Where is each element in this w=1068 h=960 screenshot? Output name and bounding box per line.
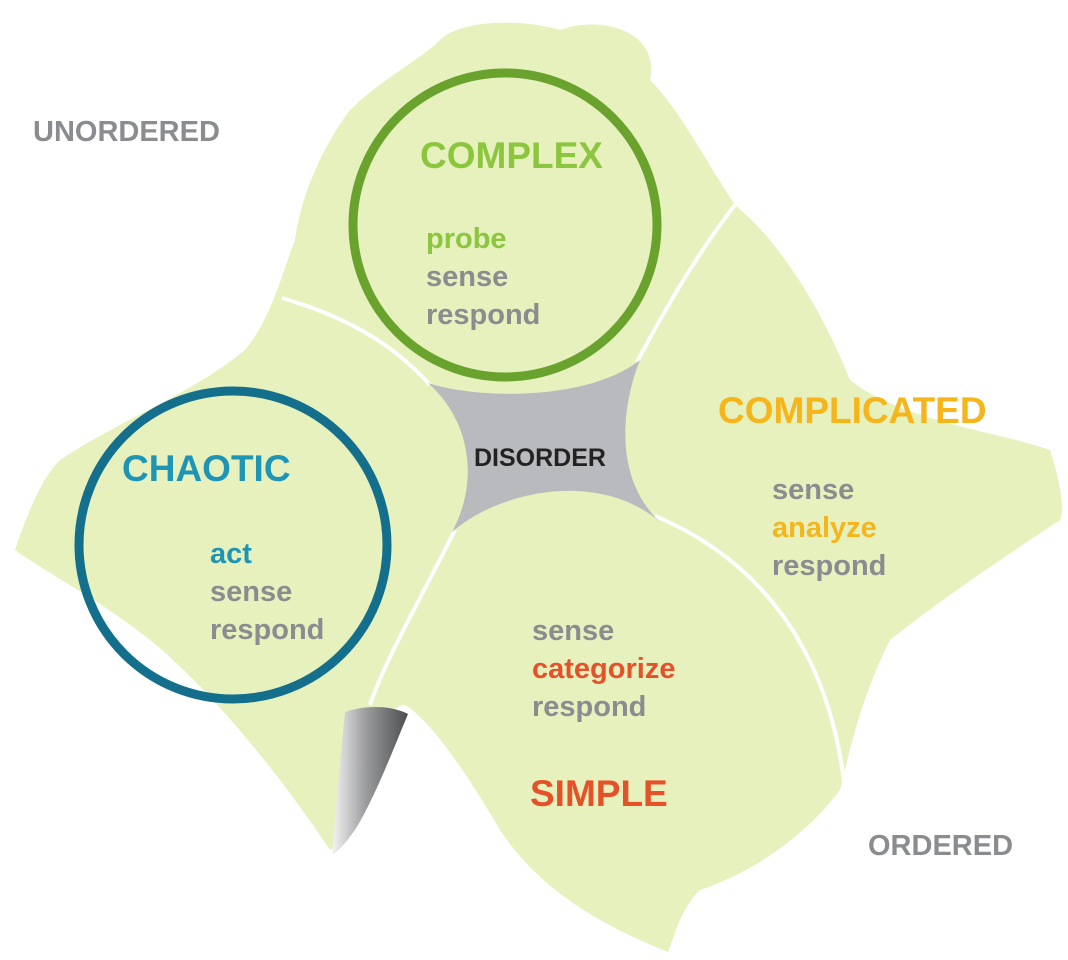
disorder-shape xyxy=(428,360,660,532)
complicated-steps: sense analyze respond xyxy=(772,471,886,585)
disorder-label: DISORDER xyxy=(474,444,606,472)
chaotic-title: CHAOTIC xyxy=(122,448,291,489)
cliff-shadow xyxy=(332,706,408,855)
divider-simple-complicated xyxy=(654,514,847,791)
chaotic-steps: act sense respond xyxy=(210,535,324,649)
complicated-step-1: sense xyxy=(772,474,855,506)
complex-highlight-circle xyxy=(348,68,662,382)
complex-steps: probe sense respond xyxy=(426,220,540,334)
complicated-step-2: analyze xyxy=(772,512,877,544)
complicated-title: COMPLICATED xyxy=(718,390,987,431)
chaotic-highlight-circle xyxy=(74,386,392,704)
unordered-label: UNORDERED xyxy=(33,116,220,148)
simple-step-3: respond xyxy=(532,691,647,723)
simple-step-1: sense xyxy=(532,615,615,647)
divider-complex-complicated xyxy=(635,203,737,363)
divider-complex-chaotic xyxy=(281,296,432,387)
complex-step-2: sense xyxy=(426,261,509,293)
chaotic-step-3: respond xyxy=(210,614,325,646)
simple-step-2: categorize xyxy=(532,653,676,685)
complex-step-3: respond xyxy=(426,299,541,331)
complex-title: COMPLEX xyxy=(420,135,603,176)
complicated-step-3: respond xyxy=(772,550,887,582)
ordered-label: ORDERED xyxy=(868,830,1014,862)
chaotic-step-1: act xyxy=(210,538,252,570)
complex-step-1: probe xyxy=(426,223,507,255)
simple-title: SIMPLE xyxy=(530,773,668,814)
divider-chaotic-simple xyxy=(368,529,457,706)
simple-steps: sense categorize respond xyxy=(532,612,675,726)
chaotic-step-2: sense xyxy=(210,576,293,608)
